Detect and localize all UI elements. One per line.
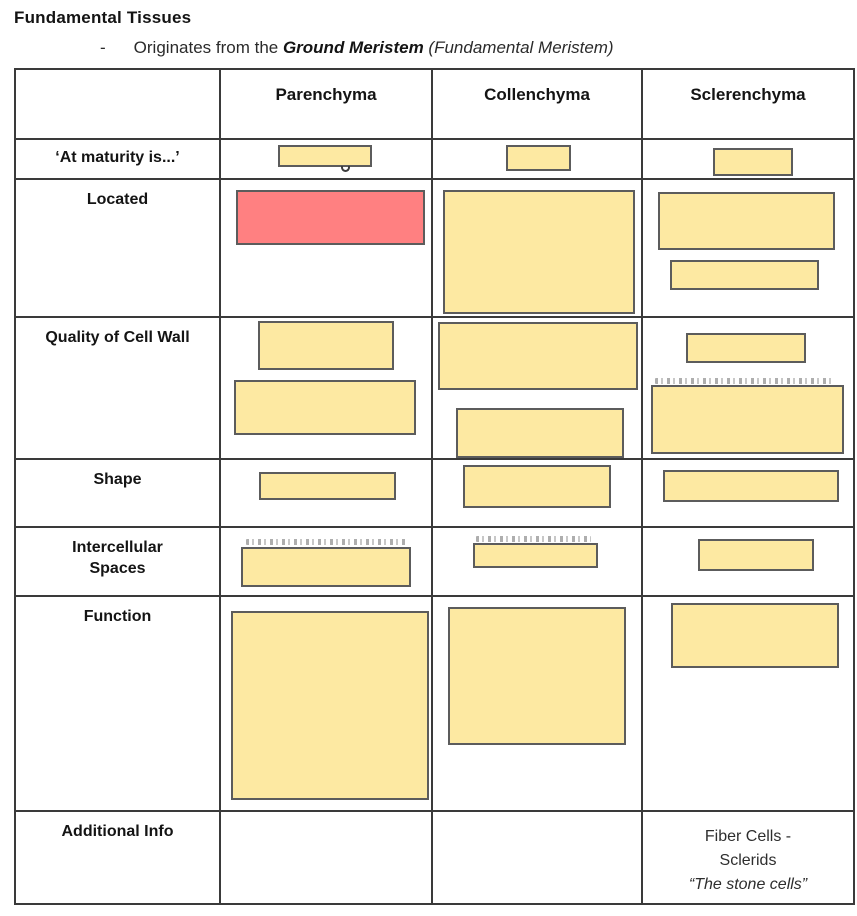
cell-maturity-sclerenchyma — [643, 140, 853, 180]
cell-maturity-parenchyma — [221, 140, 433, 180]
cell-shape-parenchyma — [221, 460, 433, 528]
cell-shape-collenchyma — [433, 460, 643, 528]
row-label-additional-info: Additional Info — [16, 812, 221, 903]
bullet-parenthetical: (Fundamental Meristem) — [423, 38, 614, 57]
hidden-text-peek — [655, 378, 833, 384]
cell-additional-parenchyma — [221, 812, 433, 903]
cell-shape-sclerenchyma — [643, 460, 853, 528]
tissues-table: Parenchyma Collenchyma Sclerenchyma ‘At … — [14, 68, 855, 905]
cell-quality-parenchyma — [221, 318, 433, 460]
header-cell-collenchyma: Collenchyma — [433, 70, 643, 140]
highlight-box[interactable] — [241, 547, 411, 587]
cell-intercellular-sclerenchyma — [643, 528, 853, 597]
cell-located-parenchyma — [221, 180, 433, 318]
cell-maturity-collenchyma — [433, 140, 643, 180]
highlight-box[interactable] — [463, 465, 611, 508]
highlight-box[interactable] — [686, 333, 806, 363]
additional-info-line3: “The stone cells” — [688, 876, 808, 893]
highlight-box[interactable] — [231, 611, 429, 800]
highlight-box[interactable] — [456, 408, 624, 458]
row-label-intercellular: Intercellular Spaces — [16, 528, 221, 597]
additional-info-line1: Fiber Cells - — [704, 828, 792, 845]
cell-intercellular-parenchyma — [221, 528, 433, 597]
cell-function-sclerenchyma — [643, 597, 853, 812]
cell-function-parenchyma — [221, 597, 433, 812]
highlight-box[interactable] — [278, 145, 372, 167]
column-header-sclerenchyma: Sclerenchyma — [690, 85, 806, 104]
highlight-box[interactable] — [663, 470, 839, 502]
cell-additional-sclerenchyma: Fiber Cells - Sclerids “The stone cells” — [643, 812, 853, 903]
highlight-box[interactable] — [713, 148, 793, 176]
highlight-box[interactable] — [698, 539, 814, 571]
column-header-collenchyma: Collenchyma — [484, 85, 590, 104]
cell-located-collenchyma — [433, 180, 643, 318]
bullet-emphasis: Ground Meristem — [282, 38, 424, 57]
highlight-box-red[interactable] — [236, 190, 425, 245]
highlight-box[interactable] — [259, 472, 396, 500]
cell-function-collenchyma — [433, 597, 643, 812]
bullet-line: - Originates from the Ground Meristem (F… — [100, 38, 614, 58]
column-header-parenchyma: Parenchyma — [275, 85, 377, 104]
highlight-box[interactable] — [670, 260, 819, 290]
highlight-box[interactable] — [258, 321, 394, 370]
row-label-located: Located — [16, 180, 221, 318]
cell-quality-collenchyma — [433, 318, 643, 460]
highlight-box[interactable] — [234, 380, 416, 435]
bullet-text: Originates from the Ground Meristem (Fun… — [134, 38, 614, 58]
cell-intercellular-collenchyma — [433, 528, 643, 597]
cell-located-sclerenchyma — [643, 180, 853, 318]
additional-info-line2: Sclerids — [719, 852, 777, 869]
highlight-box[interactable] — [438, 322, 638, 390]
hidden-text-descender — [341, 166, 350, 172]
row-label-shape: Shape — [16, 460, 221, 528]
header-cell-sclerenchyma: Sclerenchyma — [643, 70, 853, 140]
highlight-box[interactable] — [506, 145, 571, 171]
header-cell-parenchyma: Parenchyma — [221, 70, 433, 140]
row-label-at-maturity: ‘At maturity is...’ — [16, 140, 221, 180]
hidden-text-peek — [476, 536, 591, 542]
row-label-quality: Quality of Cell Wall — [16, 318, 221, 460]
highlight-box[interactable] — [651, 385, 844, 454]
bullet-dash: - — [100, 38, 106, 57]
bullet-prefix: Originates from the — [133, 38, 283, 57]
cell-additional-collenchyma — [433, 812, 643, 903]
cell-quality-sclerenchyma — [643, 318, 853, 460]
highlight-box[interactable] — [443, 190, 635, 314]
row-label-function: Function — [16, 597, 221, 812]
highlight-box[interactable] — [473, 543, 598, 568]
doc-title: Fundamental Tissues — [14, 8, 192, 27]
highlight-box[interactable] — [658, 192, 835, 250]
header-cell-empty — [16, 70, 221, 140]
highlight-box[interactable] — [671, 603, 839, 668]
highlight-box[interactable] — [448, 607, 626, 745]
hidden-text-peek — [246, 539, 406, 545]
